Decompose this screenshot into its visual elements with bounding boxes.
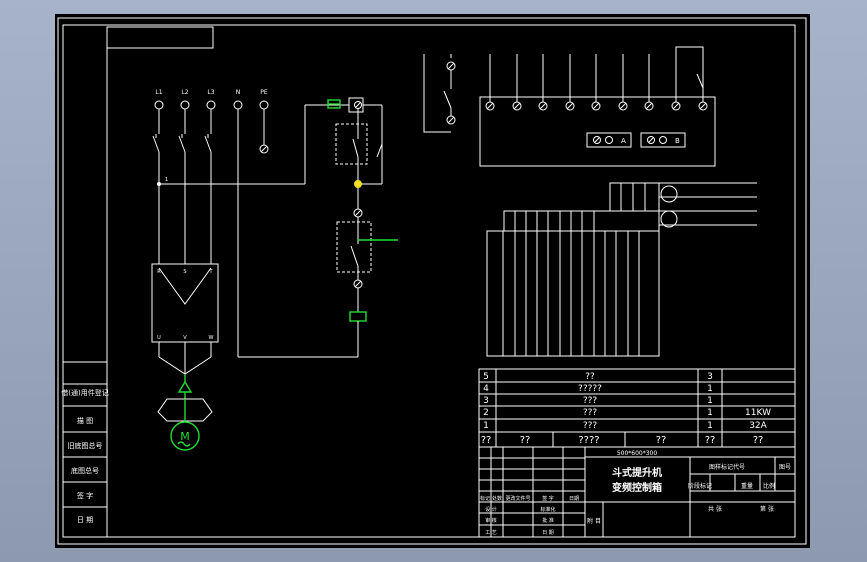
motor-symbol: M [157, 356, 213, 451]
parts-list-table: 5 ?? 3 4 ????? 1 3 ??? 1 2 ??? 1 11KW 1 … [478, 368, 796, 448]
part-row-2-qty: 1 [707, 396, 713, 406]
junction-tag: 1 [165, 177, 168, 183]
part-row-3-qty: 1 [707, 408, 713, 418]
part-row-2-name: ??? [583, 396, 598, 406]
part-row-4-no: 1 [483, 421, 489, 431]
svg-text:B: B [675, 137, 680, 145]
part-row-1-no: 4 [483, 384, 489, 394]
scale-label: 比例 [763, 482, 775, 490]
drawing-title-line2: 变频控制箱 [612, 481, 662, 494]
svg-text:R: R [157, 269, 161, 275]
inner-frame [62, 24, 796, 538]
drawing-sheet: 借(通)用件登记 描 图 旧底图总号 底图总号 签 字 日 期 L1 L2 L3… [55, 14, 810, 548]
motor-m-glyph: M [180, 430, 190, 443]
part-row-3-name: ??? [583, 408, 598, 418]
col-label-change-doc: 更改文件号 [505, 495, 530, 502]
row-label-approve: 批 准 [542, 517, 554, 524]
side-label-3: 旧底图总号 [68, 441, 103, 450]
terminal-pe-label: PE [260, 89, 268, 96]
side-label-6: 日 期 [77, 516, 93, 524]
part-row-4-note: 32A [749, 421, 767, 431]
side-label-table: 借(通)用件登记 描 图 旧底图总号 底图总号 签 字 日 期 [61, 361, 109, 538]
svg-text:V: V [183, 335, 187, 341]
row-label-design: 设 计 [485, 506, 497, 513]
cabinet-side-view [486, 182, 757, 357]
terminal-l3-label: L3 [207, 89, 214, 96]
row-label-process: 工 艺 [485, 530, 497, 536]
terminal-strip: A B [423, 46, 716, 167]
side-label-0: 借(通)用件登记 [61, 388, 108, 397]
part-row-0-qty: 3 [707, 372, 713, 382]
svg-text:T: T [208, 269, 213, 275]
terminal-l1-label: L1 [155, 89, 162, 96]
part-row-2-no: 3 [483, 396, 489, 406]
inverter-block: R S T U V W [151, 263, 219, 357]
sheet-of-label: 第 张 [760, 505, 774, 513]
svg-text:U: U [157, 335, 161, 341]
main-breaker [152, 109, 239, 357]
parts-header-qty: ?? [705, 435, 716, 446]
row-label-review: 审 核 [485, 517, 497, 524]
part-row-0-no: 5 [483, 372, 489, 382]
drawing-title-line1: 斗式提升机 [612, 466, 662, 479]
part-row-1-qty: 1 [707, 384, 713, 394]
parts-header-code: ?? [520, 435, 531, 446]
control-circuit [238, 97, 398, 358]
terminal-n-label: N [236, 89, 241, 96]
svg-text:A: A [621, 137, 626, 145]
row-label-date: 日 期 [542, 530, 554, 536]
col-label-count: 处数 [492, 495, 502, 502]
part-row-4-qty: 1 [707, 421, 713, 431]
parts-header-spec: ?? [656, 435, 667, 446]
title-block: 500*600*300 斗式提升机 变频控制箱 图样标记代号 图号 阶段标记 重… [478, 446, 796, 538]
svg-text:W: W [209, 335, 214, 341]
row-label-standard: 标准化 [540, 506, 555, 513]
col-label-date: 日期 [569, 496, 579, 502]
part-row-3-note: 11KW [745, 408, 771, 418]
stage-label: 阶段标记 [688, 482, 712, 490]
part-row-0-name: ?? [585, 372, 595, 382]
parts-header-note: ?? [753, 435, 764, 446]
col-label-mark: 标记 [480, 495, 490, 502]
svg-text:S: S [183, 269, 186, 275]
total-sheets-label: 共 张 [708, 505, 722, 513]
cabinet-size: 500*600*300 [617, 450, 658, 457]
top-code-box [106, 26, 214, 49]
weight-label: 重量 [741, 482, 753, 490]
side-label-5: 签 字 [77, 491, 93, 500]
outer-frame [57, 17, 807, 545]
part-row-1-name: ????? [578, 384, 602, 394]
misc-label: 附 目 [587, 517, 601, 525]
side-label-2: 描 图 [77, 416, 93, 425]
schematic-canvas: 借(通)用件登记 描 图 旧底图总号 底图总号 签 字 日 期 L1 L2 L3… [57, 17, 807, 545]
drawing-code-label: 图样标记代号 [709, 463, 745, 471]
col-label-signature: 签 字 [542, 495, 554, 502]
parts-header-no: ?? [481, 435, 492, 446]
terminal-l2-label: L2 [181, 89, 188, 96]
part-row-3-no: 2 [483, 408, 489, 418]
side-label-4: 底图总号 [71, 466, 99, 475]
sheet-number-label: 图号 [779, 464, 791, 471]
part-row-4-name: ??? [583, 421, 598, 431]
parts-header-name: ???? [578, 435, 599, 446]
